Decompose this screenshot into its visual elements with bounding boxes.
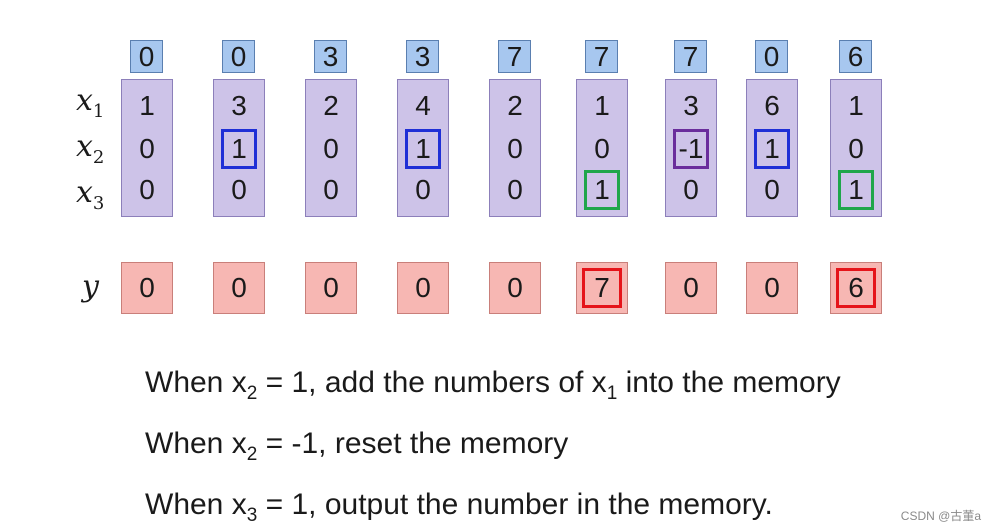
output-y-value: 6 <box>830 262 882 314</box>
input-x1-value: 1 <box>139 90 155 121</box>
input-x2-value: 0 <box>848 133 864 164</box>
rule-add: When x2 = 1, add the numbers of x1 into … <box>145 366 841 404</box>
row-label-x3: x3 <box>76 175 105 214</box>
input-x3-value: 1 <box>831 170 881 210</box>
output-y-value: 0 <box>489 262 541 314</box>
rule-reset: When x2 = -1, reset the memory <box>145 427 569 465</box>
input-x1-value: 6 <box>764 90 780 121</box>
input-vector: 1 0 1 <box>576 79 628 217</box>
input-x1-value: 4 <box>415 90 431 121</box>
input-x1-value: 3 <box>231 90 247 121</box>
row-label-x1: x1 <box>76 83 105 122</box>
input-vector: 6 1 0 <box>746 79 798 217</box>
output-y-value: 0 <box>665 262 717 314</box>
output-y-value: 0 <box>746 262 798 314</box>
row-label-y: y <box>82 269 99 304</box>
rule-output: When x3 = 1, output the number in the me… <box>145 488 773 526</box>
input-x1-value: 2 <box>507 90 523 121</box>
memory-value: 0 <box>130 40 163 73</box>
output-y-value: 0 <box>121 262 173 314</box>
input-x3-value: 0 <box>415 174 431 205</box>
input-x2-value: 0 <box>507 133 523 164</box>
input-vector: 3 1 0 <box>213 79 265 217</box>
input-x2-value: 1 <box>747 129 797 169</box>
memory-value: 6 <box>839 40 872 73</box>
input-vector: 4 1 0 <box>397 79 449 217</box>
input-x3-value: 0 <box>507 174 523 205</box>
input-x3-value: 1 <box>577 170 627 210</box>
input-x1-value: 1 <box>848 90 864 121</box>
memory-value: 0 <box>755 40 788 73</box>
input-x1-value: 3 <box>683 90 699 121</box>
input-x3-value: 0 <box>323 174 339 205</box>
memory-value: 7 <box>585 40 618 73</box>
input-x3-value: 0 <box>231 174 247 205</box>
input-x2-value: 1 <box>214 129 264 169</box>
input-vector: 1 0 0 <box>121 79 173 217</box>
input-x3-value: 0 <box>764 174 780 205</box>
input-x2-value: 0 <box>594 133 610 164</box>
input-vector: 2 0 0 <box>489 79 541 217</box>
input-x1-value: 1 <box>594 90 610 121</box>
input-x1-value: 2 <box>323 90 339 121</box>
input-x2-value: 0 <box>323 133 339 164</box>
input-x3-value: 0 <box>683 174 699 205</box>
row-label-x2: x2 <box>76 129 105 168</box>
output-y-value: 0 <box>213 262 265 314</box>
memory-value: 7 <box>674 40 707 73</box>
output-y-value: 0 <box>305 262 357 314</box>
memory-value: 0 <box>222 40 255 73</box>
input-vector: 2 0 0 <box>305 79 357 217</box>
output-y-value: 0 <box>397 262 449 314</box>
watermark: CSDN @古董a <box>900 509 981 523</box>
memory-value: 3 <box>314 40 347 73</box>
input-x3-value: 0 <box>139 174 155 205</box>
input-x2-value: 1 <box>398 129 448 169</box>
output-y-value: 7 <box>576 262 628 314</box>
memory-value: 7 <box>498 40 531 73</box>
input-vector: 1 0 1 <box>830 79 882 217</box>
input-vector: 3 -1 0 <box>665 79 717 217</box>
input-x2-value: -1 <box>666 129 716 169</box>
memory-value: 3 <box>406 40 439 73</box>
input-x2-value: 0 <box>139 133 155 164</box>
